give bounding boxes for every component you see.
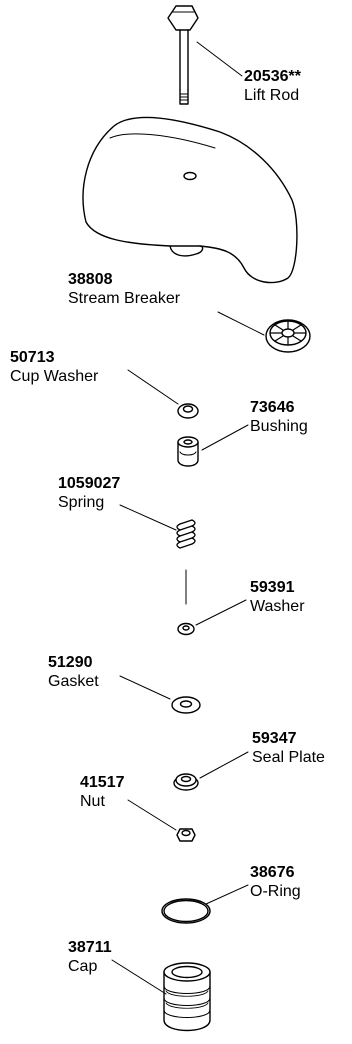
part-name: Bushing xyxy=(250,418,308,435)
part-number: 41517 xyxy=(80,774,125,791)
o-ring-part xyxy=(161,898,211,924)
stream-breaker-leader xyxy=(217,311,265,336)
nut-leader xyxy=(127,799,177,831)
stream-breaker-label: 38808 Stream Breaker xyxy=(68,270,180,308)
part-name: Gasket xyxy=(48,673,99,690)
nut-label: 41517 Nut xyxy=(80,773,125,811)
cap-part xyxy=(163,962,211,1032)
part-name: Cup Washer xyxy=(10,368,99,385)
part-number: 59391 xyxy=(250,579,295,596)
part-number: 50713 xyxy=(10,349,55,366)
lift-rod-leader xyxy=(196,41,243,77)
part-name: O-Ring xyxy=(250,883,301,900)
lift-rod-label: 20536** Lift Rod xyxy=(244,67,301,105)
part-name: Seal Plate xyxy=(252,749,325,766)
nut-part xyxy=(176,828,196,842)
seal-plate-leader xyxy=(199,751,249,779)
part-number: 38808 xyxy=(68,271,113,288)
gasket-label: 51290 Gasket xyxy=(48,653,99,691)
washer-leader xyxy=(195,599,247,626)
spring-leader xyxy=(119,504,177,531)
part-number: 59347 xyxy=(252,730,297,747)
washer-label: 59391 Washer xyxy=(250,578,305,616)
stream-breaker-part xyxy=(265,319,311,353)
part-number: 38676 xyxy=(250,864,295,881)
o-ring-leader xyxy=(205,884,249,905)
part-number: 38711 xyxy=(68,939,112,956)
part-number: 73646 xyxy=(250,399,295,416)
bushing-label: 73646 Bushing xyxy=(250,398,308,436)
bushing-part xyxy=(177,436,199,467)
washer-part xyxy=(177,622,195,636)
gasket-part xyxy=(171,696,201,714)
part-number: 1059027 xyxy=(58,475,121,492)
cup-washer-part xyxy=(177,403,199,419)
part-name: Stream Breaker xyxy=(68,290,181,307)
part-number: 51290 xyxy=(48,654,93,671)
part-number: 20536** xyxy=(244,68,301,85)
part-name: Washer xyxy=(250,598,305,615)
tub-spout-part xyxy=(82,116,298,284)
gasket-leader xyxy=(119,675,171,700)
bushing-leader xyxy=(201,424,249,451)
part-name: Spring xyxy=(58,494,105,511)
cap-label: 38711 Cap xyxy=(68,938,112,976)
lift-rod-part xyxy=(167,5,199,105)
part-name: Lift Rod xyxy=(244,87,300,104)
spring-label: 1059027 Spring xyxy=(58,474,120,512)
o-ring-label: 38676 O-Ring xyxy=(250,863,301,901)
spring-part xyxy=(176,519,196,549)
seal-plate-part xyxy=(173,773,199,791)
part-name: Cap xyxy=(68,958,98,975)
cap-leader xyxy=(111,959,167,995)
cup-washer-leader xyxy=(127,369,179,405)
cup-washer-label: 50713 Cup Washer xyxy=(10,348,98,386)
part-name: Nut xyxy=(80,793,105,810)
seal-plate-label: 59347 Seal Plate xyxy=(252,729,325,767)
